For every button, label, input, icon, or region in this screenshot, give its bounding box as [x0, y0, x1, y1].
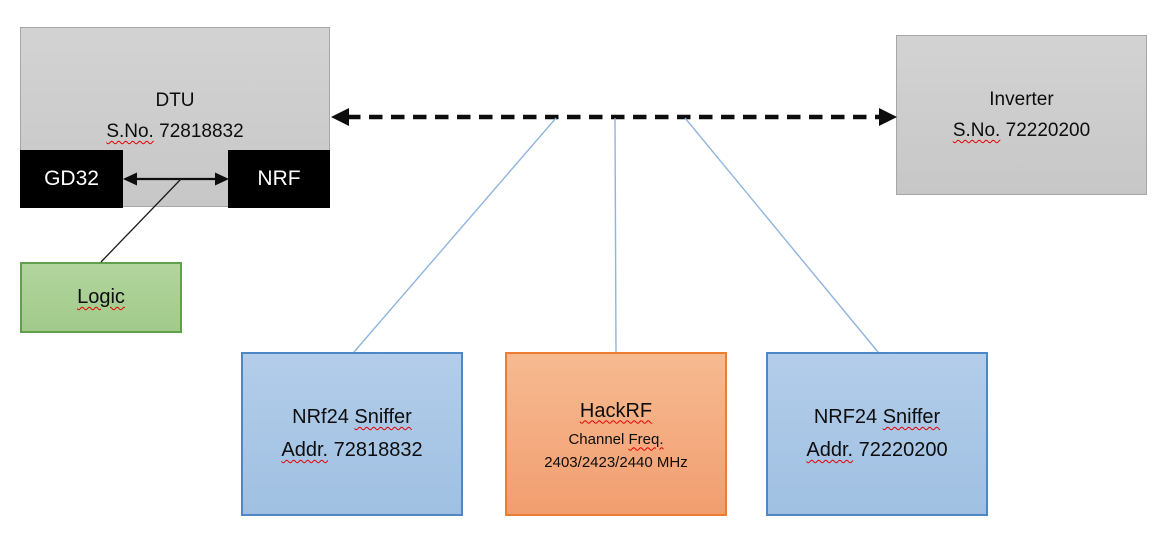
inverter-title: Inverter: [897, 84, 1146, 115]
inverter-text: Inverter S.No. 72220200: [897, 84, 1146, 146]
tap-line-sniffer-left: [353, 117, 557, 353]
sniffer-left-title-prefix: NRf24: [292, 406, 355, 428]
sniffer-right-addr: Addr. 72220200: [768, 434, 986, 467]
nrf-chip: NRF: [228, 150, 330, 208]
logic-label: Logic: [77, 286, 125, 308]
hackrf-channel: Channel Freq.: [507, 428, 725, 451]
inverter-serial-value: 72220200: [1000, 120, 1091, 141]
sniffer-left-text: NRf24 Sniffer Addr. 72818832: [243, 401, 461, 467]
tap-line-hackrf: [614, 117, 617, 353]
hackrf-title-text: HackRF: [579, 399, 653, 422]
dtu-title: DTU: [21, 85, 329, 116]
dtu-serial-value: 72818832: [153, 121, 244, 142]
nrf-label: NRF: [257, 167, 301, 190]
hackrf-channel-word: Freq.: [628, 430, 664, 448]
rf-link-dashed-arrow: [331, 108, 897, 126]
sniffer-left-addr-value: 72818832: [328, 439, 423, 461]
sniffer-left-box: NRf24 Sniffer Addr. 72818832: [241, 352, 463, 516]
sniffer-right-addr-value: 72220200: [853, 439, 948, 461]
sniffer-right-title: NRF24 Sniffer: [768, 401, 986, 434]
dtu-text: DTU S.No. 72818832: [21, 85, 329, 147]
dtu-serial: S.No. 72818832: [21, 116, 329, 147]
sniffer-left-addr-label: Addr.: [281, 439, 329, 461]
inverter-serial: S.No. 72220200: [897, 115, 1146, 146]
inverter-title-text: Inverter: [989, 89, 1054, 110]
hackrf-box: HackRF Channel Freq. 2403/2423/2440 MHz: [505, 352, 727, 516]
logic-box: Logic: [20, 262, 182, 333]
hackrf-channel-prefix: Channel: [568, 430, 629, 448]
inverter-box: Inverter S.No. 72220200: [896, 35, 1147, 195]
sniffer-right-text: NRF24 Sniffer Addr. 72220200: [768, 401, 986, 467]
sniffer-right-title-prefix: NRF24: [813, 406, 883, 428]
gd32-label: GD32: [44, 167, 99, 190]
tap-line-sniffer-right: [684, 117, 879, 353]
sniffer-left-title-word: Sniffer: [354, 406, 412, 428]
hackrf-freqs-text: 2403/2423/2440 MHz: [544, 453, 688, 471]
sniffer-left-title: NRf24 Sniffer: [243, 401, 461, 434]
inverter-serial-label: S.No.: [952, 120, 1001, 141]
sniffer-right-addr-label: Addr.: [806, 439, 854, 461]
hackrf-text: HackRF Channel Freq. 2403/2423/2440 MHz: [507, 395, 725, 474]
hackrf-title: HackRF: [507, 395, 725, 428]
dtu-title-text: DTU: [155, 90, 195, 111]
dtu-serial-label: S.No.: [106, 121, 154, 142]
sniffer-left-addr: Addr. 72818832: [243, 434, 461, 467]
sniffer-right-box: NRF24 Sniffer Addr. 72220200: [766, 352, 988, 516]
sniffer-right-title-word: Sniffer: [882, 406, 941, 428]
hackrf-freqs: 2403/2423/2440 MHz: [507, 451, 725, 474]
gd32-chip: GD32: [20, 150, 123, 208]
